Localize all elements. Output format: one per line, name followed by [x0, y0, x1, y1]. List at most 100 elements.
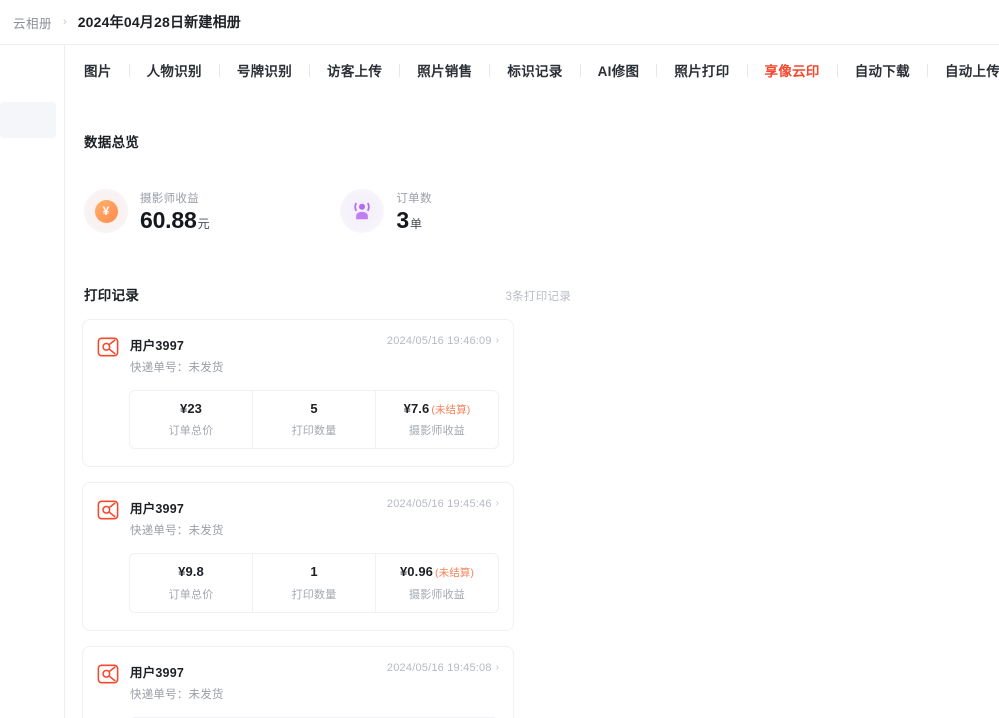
record-total-value: ¥9.8 — [178, 564, 204, 580]
records-title: 打印记录 — [84, 288, 140, 303]
breadcrumb-separator-icon: › — [63, 15, 67, 28]
tab-divider — [926, 63, 928, 77]
stat-value-orders: 3单 — [396, 206, 422, 233]
breadcrumb-root-link[interactable]: 云相册 — [13, 16, 53, 31]
print-order-icon — [97, 499, 119, 521]
tab-9[interactable]: 自动下载 — [854, 64, 910, 79]
tab-5[interactable]: 标识记录 — [507, 64, 563, 79]
record-cell-quantity: 1 打印数量 — [252, 554, 375, 612]
stat-unit-orders: 单 — [409, 216, 422, 231]
chevron-right-icon: › — [495, 335, 499, 346]
tab-divider — [309, 63, 311, 77]
stat-label-income: 摄影师收益 — [140, 192, 199, 205]
stat-order-count: 订单数 3单 — [340, 189, 431, 233]
tab-divider — [746, 63, 748, 77]
record-header: 用户3997 快递单号：未发货 2024/05/16 19:45:46 › — [97, 498, 499, 538]
tab-divider — [128, 63, 130, 77]
record-total-value: ¥23 — [180, 401, 202, 416]
record-quantity-label: 打印数量 — [291, 588, 337, 601]
tab-7[interactable]: 照片打印 — [674, 64, 730, 79]
overview-stats-row: ¥ 摄影师收益 60.88元 订单数 — [84, 189, 999, 233]
record-cell-income: ¥0.96(未结算) 摄影师收益 — [375, 554, 498, 612]
record-shipping-label: 快递单号： — [130, 362, 189, 374]
record-quantity-label: 打印数量 — [291, 425, 337, 438]
tab-divider — [489, 63, 491, 77]
stat-label-orders: 订单数 — [396, 192, 432, 205]
record-user-block: 用户3997 快递单号：未发货 — [130, 498, 224, 538]
record-cell-total: ¥9.8 订单总价 — [130, 554, 252, 611]
record-cell-quantity: 5 打印数量 — [252, 391, 375, 449]
tab-1[interactable]: 人物识别 — [146, 64, 202, 79]
left-sidebar — [0, 45, 65, 718]
record-card[interactable]: 用户3997 快递单号：未发货 2024/05/16 19:45:08 › ¥1… — [82, 645, 514, 718]
record-income-status-badge: (未结算) — [431, 404, 471, 416]
records-header: 打印记录 3条打印记录 — [84, 284, 571, 304]
record-timestamp: 2024/05/16 19:45:08 — [386, 661, 492, 674]
tab-4[interactable]: 照片销售 — [417, 64, 473, 79]
record-income-value: ¥0.96(未结算) — [399, 564, 475, 580]
record-stats-row: ¥23 订单总价 5 打印数量 ¥7.6(未结算) 摄影师收益 — [129, 390, 499, 450]
yuan-coin-icon: ¥ — [84, 189, 128, 233]
chevron-right-icon: › — [495, 661, 499, 673]
record-income-value: ¥7.6(未结算) — [403, 401, 471, 416]
chevron-right-icon: › — [495, 498, 499, 510]
tab-bar: 图片 人物识别 号牌识别 访客上传 照片销售 标识记录 AI修图 照片打印 享像云印 自动下载 自动… — [65, 45, 999, 95]
record-user-name: 用户3997 — [130, 665, 185, 680]
record-income-label: 摄影师收益 — [409, 588, 465, 601]
record-time-wrap[interactable]: 2024/05/16 19:46:09 › — [387, 335, 499, 347]
record-quantity-value: 1 — [310, 564, 318, 580]
stat-photographer-income: ¥ 摄影师收益 60.88元 — [84, 189, 210, 233]
record-cell-income: ¥7.6(未结算) 摄影师收益 — [375, 391, 498, 449]
record-shipping-label: 快递单号： — [130, 688, 189, 701]
record-user-name: 用户3997 — [130, 502, 185, 517]
record-shipping-status: 未发货 — [188, 525, 224, 538]
record-stats-row: ¥9.8 订单总价 1 打印数量 ¥0.96(未结算) 摄影师收益 — [129, 553, 499, 613]
main-content: 图片 人物识别 号牌识别 访客上传 照片销售 标识记录 AI修图 照片打印 享像云印 自动下载 自动… — [65, 45, 999, 718]
tab-8[interactable]: 享像云印 — [764, 64, 820, 79]
people-group-icon — [340, 189, 385, 233]
record-user-name: 用户3997 — [130, 339, 185, 353]
overview-title: 数据总览 — [84, 135, 140, 150]
record-time-wrap[interactable]: 2024/05/16 19:45:46 › — [387, 498, 499, 510]
tab-divider — [836, 63, 838, 77]
record-user-block: 用户3997 快递单号：未发货 — [130, 662, 224, 702]
record-timestamp: 2024/05/16 19:45:46 — [386, 498, 492, 511]
record-shipping: 快递单号：未发货 — [130, 359, 224, 375]
tab-6[interactable]: AI修图 — [597, 64, 640, 79]
records-list: 用户3997 快递单号：未发货 2024/05/16 19:46:09 › ¥2… — [65, 319, 999, 718]
record-header: 用户3997 快递单号：未发货 2024/05/16 19:45:08 › — [97, 662, 499, 702]
tab-10[interactable]: 自动上传 — [944, 64, 999, 79]
breadcrumb-bar: 云相册 › 2024年04月28日新建相册 — [0, 0, 999, 45]
stat-unit-income: 元 — [197, 216, 210, 231]
tab-0[interactable]: 图片 — [84, 64, 112, 79]
tab-2[interactable]: 号牌识别 — [236, 64, 293, 79]
record-user-block: 用户3997 快递单号：未发货 — [130, 335, 224, 375]
print-order-icon — [97, 336, 119, 358]
print-order-icon — [97, 663, 119, 685]
record-card[interactable]: 用户3997 快递单号：未发货 2024/05/16 19:46:09 › ¥2… — [82, 319, 514, 468]
record-timestamp: 2024/05/16 19:46:09 — [386, 335, 492, 347]
tab-divider — [218, 63, 220, 77]
record-shipping: 快递单号：未发货 — [130, 522, 224, 538]
record-shipping-label: 快递单号： — [130, 525, 189, 538]
breadcrumb-current-page: 2024年04月28日新建相册 — [77, 14, 241, 30]
tab-3[interactable]: 访客上传 — [327, 64, 383, 79]
record-shipping-status: 未发货 — [188, 362, 224, 374]
tab-divider — [399, 63, 401, 77]
record-income-status-badge: (未结算) — [435, 567, 475, 580]
records-count: 3条打印记录 — [505, 291, 572, 303]
record-shipping-status: 未发货 — [188, 688, 224, 701]
sidebar-placeholder-block[interactable] — [0, 102, 56, 138]
record-header: 用户3997 快递单号：未发货 2024/05/16 19:46:09 › — [97, 335, 499, 375]
record-time-wrap[interactable]: 2024/05/16 19:45:08 › — [387, 662, 499, 674]
record-total-label: 订单总价 — [168, 588, 214, 601]
tab-divider — [579, 63, 581, 77]
record-shipping: 快递单号：未发货 — [130, 686, 224, 702]
stat-value-income: 60.88元 — [140, 206, 210, 233]
record-total-label: 订单总价 — [168, 425, 214, 438]
tab-divider — [656, 63, 658, 77]
record-card[interactable]: 用户3997 快递单号：未发货 2024/05/16 19:45:46 › ¥9… — [82, 482, 514, 631]
page-body: 图片 人物识别 号牌识别 访客上传 照片销售 标识记录 AI修图 照片打印 享像云印 自动下载 自动… — [0, 45, 999, 718]
record-quantity-value: 5 — [310, 401, 318, 416]
record-income-label: 摄影师收益 — [409, 425, 465, 438]
